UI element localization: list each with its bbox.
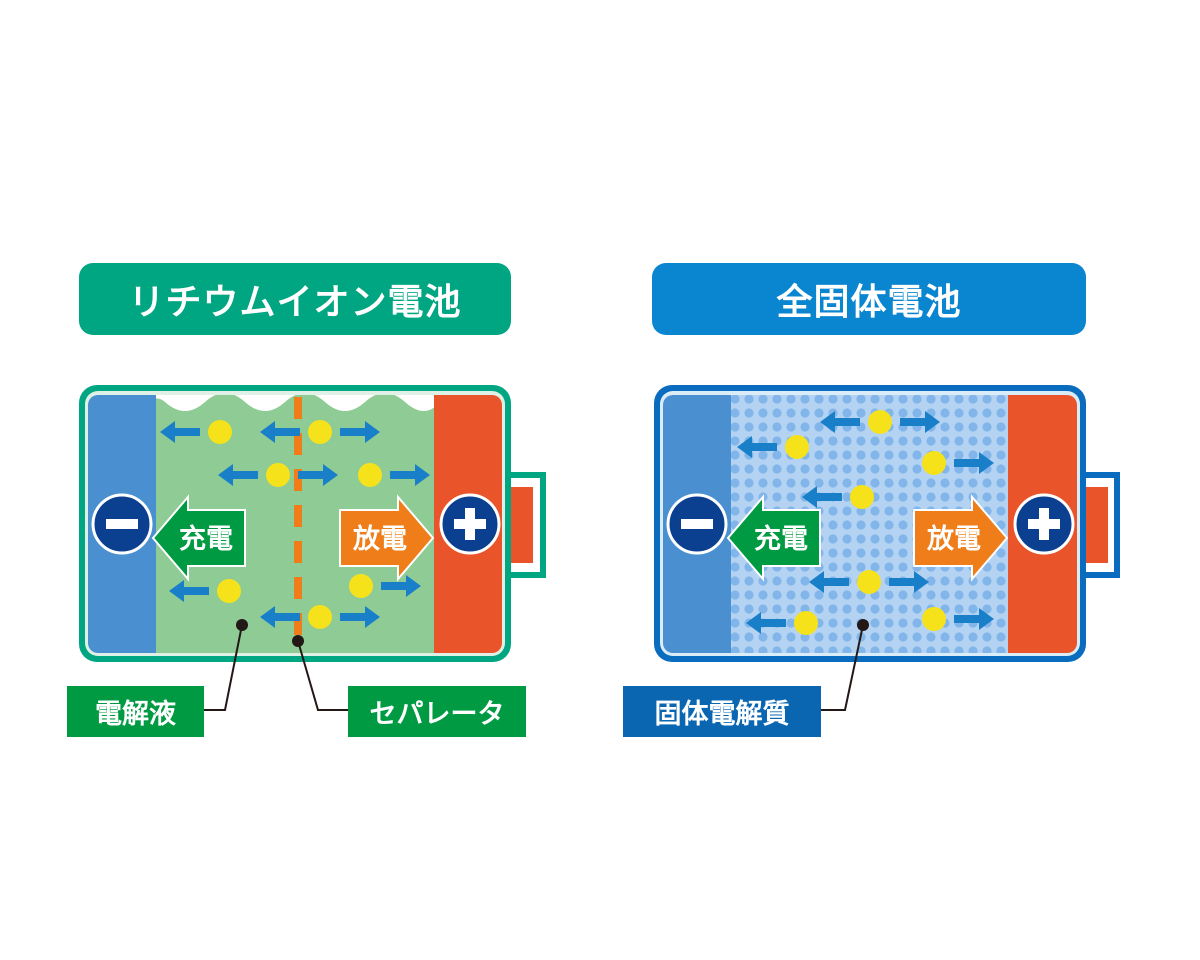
ss-discharge-label: 放電 [926,523,981,555]
li-leader-separator [292,635,348,711]
electrolyte-label: 電解液 [67,686,204,737]
arrow-left [820,411,860,433]
arrow-right [340,421,380,443]
ss-ion-arrows [737,411,994,634]
solid-state-title: 全固体電池 [652,263,1086,335]
separator-label: セパレータ [348,686,526,737]
ss-ion [868,410,892,434]
ss-ion [922,607,946,631]
arrow-right [298,464,338,486]
arrow-left [809,571,849,593]
li-ion [266,463,290,487]
li-discharge-arrow [339,494,435,582]
li-electrolyte-wave [150,395,440,411]
li-ion [308,605,332,629]
ss-ion [922,451,946,475]
ss-charge-label: 充電 [754,523,808,555]
solid-electrolyte-label: 固体電解質 [623,686,821,737]
arrow-right [390,464,430,486]
li-charge-arrow [151,494,246,582]
li-charge-label: 充電 [179,523,233,555]
arrow-left [160,421,200,443]
ss-ion [785,435,809,459]
li-ion [217,579,241,603]
ss-ions [785,410,946,635]
solid-state-battery: 充電 放電 [654,385,1120,711]
li-ion [308,420,332,444]
arrow-right [954,608,994,630]
arrow-left [802,486,842,508]
ss-minus-glyph [681,519,713,529]
ss-charge-arrow [726,494,821,582]
arrow-right [954,452,994,474]
ss-ion [857,570,881,594]
arrow-right [900,411,940,433]
arrow-right [889,571,929,593]
arrow-right [381,575,421,597]
arrow-left [218,464,258,486]
li-leader-electrolyte [204,619,248,711]
arrow-right [340,606,380,628]
ss-plus-glyph-v [1039,508,1049,540]
ss-ion [794,611,818,635]
lithium-ion-title: リチウムイオン電池 [79,263,511,335]
li-discharge-label: 放電 [352,523,407,555]
ss-leader-solid-electrolyte [821,619,869,711]
ss-discharge-arrow [913,494,1009,582]
li-ion [358,463,382,487]
li-ions [208,420,382,629]
arrow-left [260,421,300,443]
li-ion [349,574,373,598]
arrow-left [737,436,777,458]
arrow-left [746,612,786,634]
ss-ion [850,485,874,509]
arrow-left [169,580,209,602]
lithium-ion-battery: 充電 放電 [79,385,546,711]
li-plus-glyph-v [465,508,475,540]
li-minus-glyph [106,519,138,529]
li-ion-arrows [160,421,430,628]
arrow-left [260,606,300,628]
li-ion [208,420,232,444]
